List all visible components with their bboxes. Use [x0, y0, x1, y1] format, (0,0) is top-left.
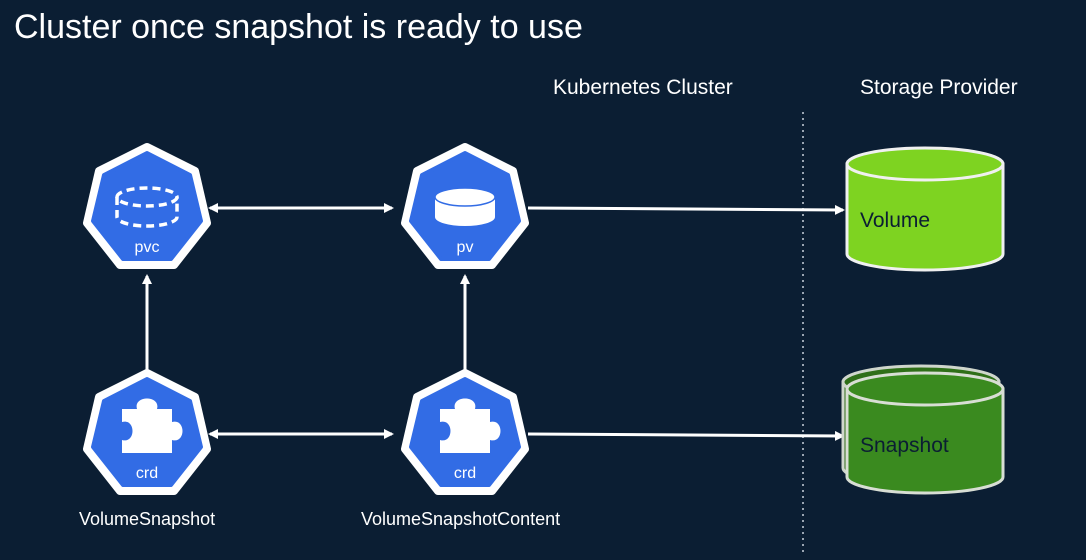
pv-label: pv: [457, 239, 474, 256]
pvc-node[interactable]: pvc: [87, 147, 207, 265]
pv-to-volume-arrow: [527, 204, 845, 215]
volumesnapshot-crd-node[interactable]: crd: [87, 373, 207, 491]
storage-provider-heading: Storage Provider: [860, 76, 1018, 99]
volume-label: Volume: [860, 209, 930, 232]
volumesnapshotcontent-crd-node[interactable]: crd: [405, 373, 525, 491]
pvc-label: pvc: [135, 239, 160, 256]
volume-cylinder[interactable]: Volume: [845, 146, 1005, 272]
volumesnapshot-caption: VolumeSnapshot: [79, 509, 216, 529]
crd-label: crd: [454, 465, 476, 482]
content-to-snapshot-arrow: [527, 430, 845, 441]
volumesnapshotcontent-caption: VolumeSnapshotContent: [361, 509, 561, 529]
slide-title: Cluster once snapshot is ready to use: [14, 8, 583, 46]
pv-node[interactable]: pv: [405, 147, 525, 265]
crd-label: crd: [136, 465, 158, 482]
dashed-disk-icon: [115, 186, 179, 228]
snapshot-cylinder[interactable]: Snapshot: [841, 364, 1005, 495]
kubernetes-cluster-heading: Kubernetes Cluster: [553, 76, 733, 99]
snapshot-label: Snapshot: [860, 434, 949, 457]
disk-icon: [434, 187, 496, 226]
